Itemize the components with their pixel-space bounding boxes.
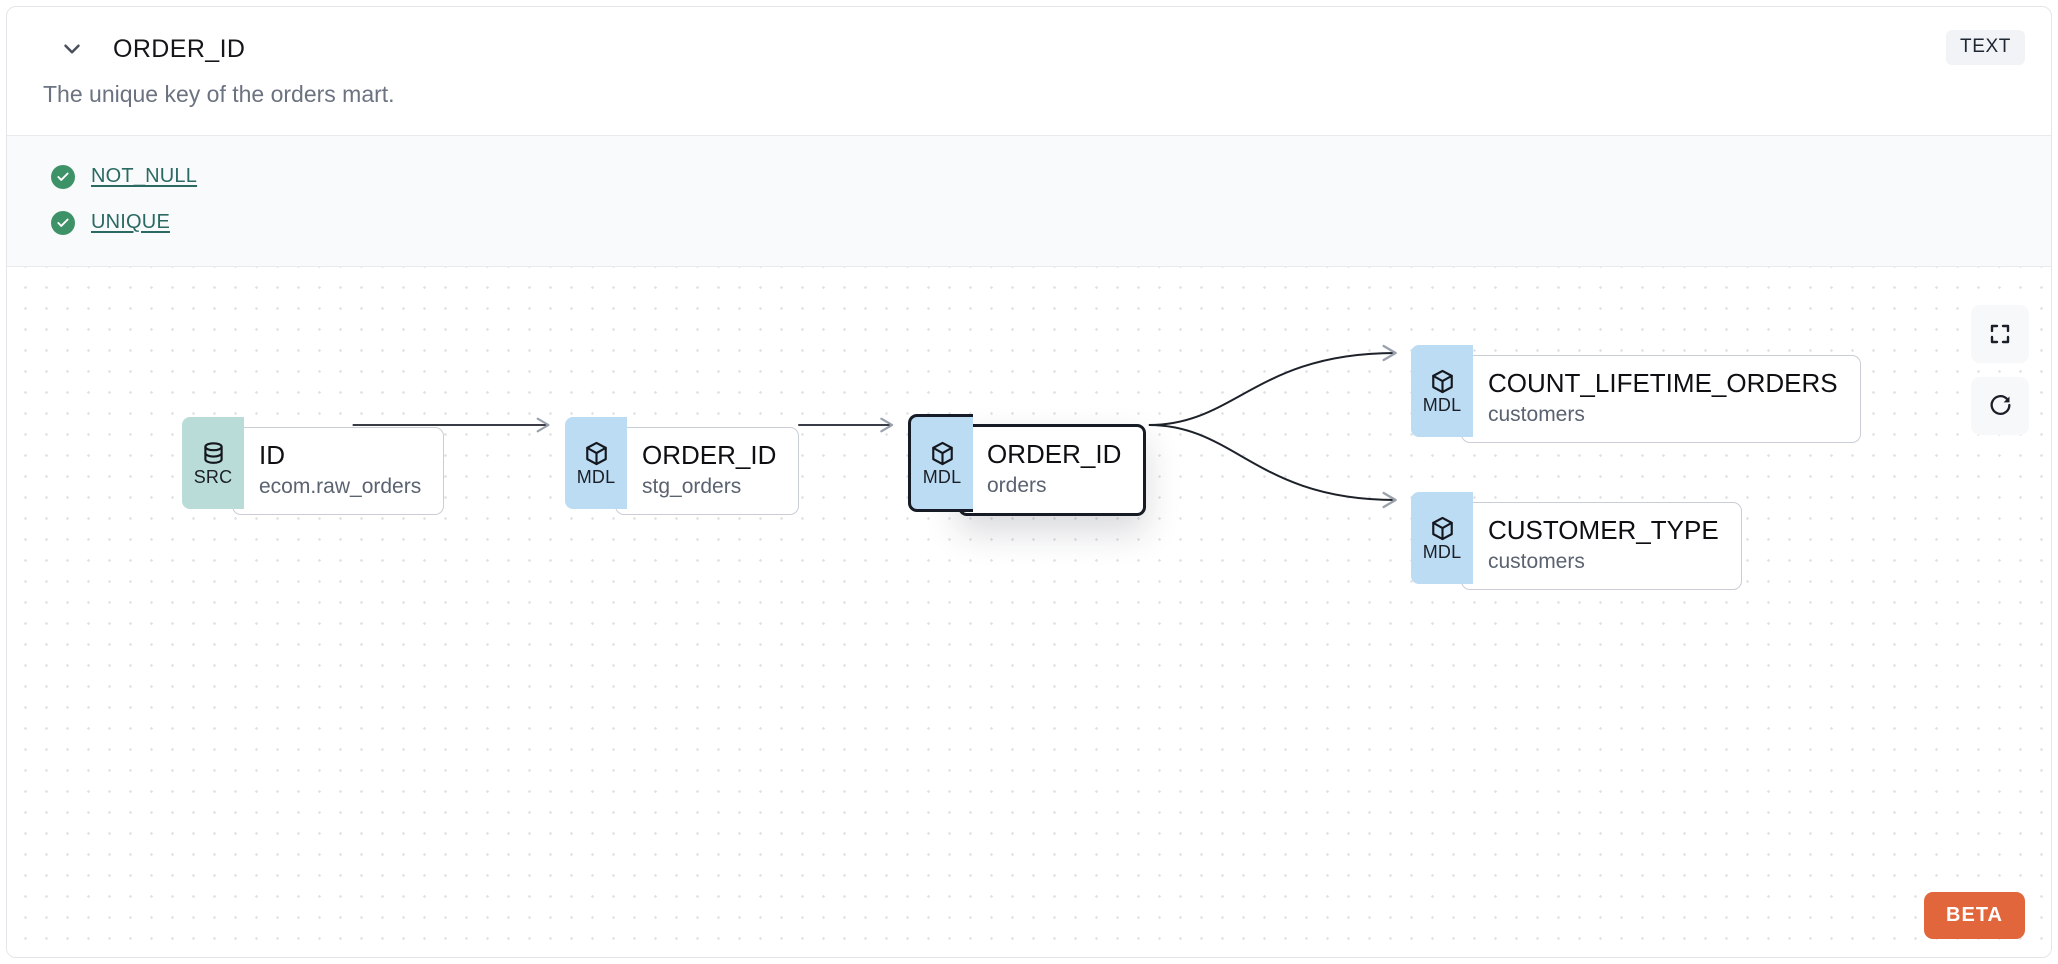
node-source-name: orders [987,474,1047,498]
panel-header: ORDER_ID TEXT [7,7,2051,91]
edge-orders-to-count [1148,344,1397,426]
column-description: The unique key of the orders mart. [43,81,395,107]
node-kind-badge-mdl: MDL [1411,344,1473,437]
canvas-controls [1971,304,2029,435]
node-column-name: ORDER_ID [987,438,1122,469]
lineage-node-mdl-count-lifetime-orders[interactable]: MDL COUNT_LIFETIME_ORDERS customers [1411,344,1861,444]
test-link-not-null[interactable]: NOT_NULL [91,165,198,188]
lineage-canvas[interactable]: SRC ID ecom.raw_orders MDL ORDER_ID stg_… [7,266,2051,957]
beta-badge[interactable]: BETA [1924,891,2025,939]
chevron-down-icon[interactable] [57,34,87,64]
cube-icon [1431,369,1453,393]
node-source-name: ecom.raw_orders [259,475,422,499]
node-column-name: COUNT_LIFETIME_ORDERS [1488,367,1838,398]
node-column-name: ORDER_ID [642,439,777,470]
test-row: NOT_NULL [51,154,2051,200]
cube-icon [585,441,607,465]
node-column-name: CUSTOMER_TYPE [1488,514,1719,545]
check-circle-icon [51,164,75,189]
test-row: UNIQUE [51,200,2051,246]
node-kind-badge-src: SRC [182,416,244,509]
cube-icon [1431,516,1453,540]
node-kind-badge-mdl: MDL [565,416,627,509]
tests-section: NOT_NULL UNIQUE [7,134,2051,267]
fullscreen-button[interactable] [1971,304,2029,363]
node-kind-label: MDL [576,466,616,487]
database-icon [203,441,223,464]
node-kind-label: MDL [1422,541,1462,562]
check-circle-icon [51,210,75,235]
node-kind-badge-mdl: MDL [1411,491,1473,584]
node-body: ORDER_ID stg_orders [615,426,800,516]
cube-icon [931,441,953,465]
node-kind-label: SRC [193,466,233,487]
fullscreen-icon [1990,324,2010,343]
node-source-name: customers [1488,403,1585,427]
lineage-edges [352,344,1397,508]
test-link-unique[interactable]: UNIQUE [91,211,170,234]
edge-orders-to-type [1148,423,1397,508]
node-kind-label: MDL [1422,394,1462,415]
node-body: CUSTOMER_TYPE customers [1461,501,1742,591]
lineage-node-mdl-customer-type[interactable]: MDL CUSTOMER_TYPE customers [1411,491,1742,591]
node-column-name: ID [259,439,285,470]
node-body: COUNT_LIFETIME_ORDERS customers [1461,354,1861,444]
lineage-node-mdl-orders-selected[interactable]: MDL ORDER_ID orders [908,413,1147,517]
node-body: ID ecom.raw_orders [232,426,445,516]
column-type-badge: TEXT [1946,30,2025,65]
node-source-name: stg_orders [642,475,742,499]
node-kind-label: MDL [922,466,962,487]
lineage-node-mdl-stg-orders[interactable]: MDL ORDER_ID stg_orders [565,416,800,516]
node-kind-badge-mdl: MDL [908,413,973,512]
node-body: ORDER_ID orders [958,423,1147,517]
node-source-name: customers [1488,550,1585,574]
lineage-node-src-id[interactable]: SRC ID ecom.raw_orders [182,416,445,516]
column-detail-panel: ORDER_ID TEXT The unique key of the orde… [6,6,2052,958]
page-title: ORDER_ID [113,34,246,63]
refresh-icon [1990,395,2010,416]
refresh-button[interactable] [1971,376,2029,435]
